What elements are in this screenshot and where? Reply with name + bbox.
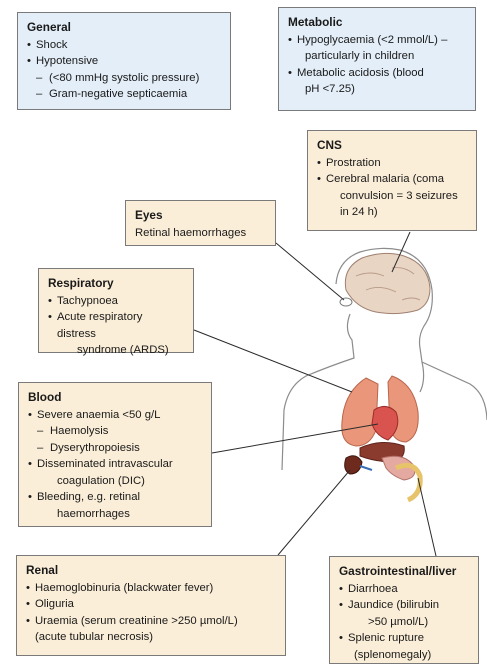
cns-title: CNS — [317, 137, 467, 154]
brain-shape — [345, 253, 430, 313]
kidney-shape — [345, 456, 362, 474]
cns-item-prostration: Prostration — [317, 155, 467, 172]
general-subitem-septicaemia: Gram-negative septicaemia — [27, 86, 221, 103]
blood-bleeding-line1: Bleeding, e.g. retinal — [37, 491, 140, 503]
metabolic-item-hypoglycaemia: Hypoglycaemia (<2 mmol/L) – particularly… — [288, 32, 466, 65]
eyes-title: Eyes — [135, 207, 266, 224]
general-item-shock: Shock — [27, 37, 221, 54]
cns-box: CNS Prostration Cerebral malaria (coma c… — [307, 130, 477, 231]
respiratory-item-tachypnoea: Tachypnoea — [48, 293, 184, 310]
leader-line-eyes — [276, 243, 344, 300]
gi-title: Gastrointestinal/liver — [339, 563, 469, 580]
gi-splenic-line1: Splenic rupture — [348, 632, 424, 644]
renal-item-oliguria: Oliguria — [26, 596, 276, 613]
metabolic-item-acidosis: Metabolic acidosis (blood pH <7.25) — [288, 65, 466, 98]
blood-title: Blood — [28, 389, 202, 406]
blood-dic-line1: Disseminated intravascular — [37, 458, 173, 470]
blood-subitem-dyserythropoiesis: Dyserythropoiesis — [28, 440, 202, 457]
renal-uraemia-line2: (acute tubular necrosis) — [35, 629, 276, 646]
general-subitem-systolic: (<80 mmHg systolic pressure) — [27, 70, 221, 87]
blood-dic-line2: coagulation (DIC) — [37, 473, 202, 490]
metabolic-title: Metabolic — [288, 14, 466, 31]
general-item-hypotensive: Hypotensive — [27, 53, 221, 70]
eye-shape — [340, 298, 352, 306]
respiratory-box: Respiratory Tachypnoea Acute respiratory… — [38, 268, 194, 353]
renal-title: Renal — [26, 562, 276, 579]
gi-item-diarrhoea: Diarrhoea — [339, 581, 469, 598]
metabolic-acidosis-line1: Metabolic acidosis (blood — [297, 67, 424, 79]
leader-line-gi — [418, 478, 436, 556]
respiratory-item-ards: Acute respiratory distress syndrome (ARD… — [48, 309, 184, 359]
metabolic-hypoglycaemia-line2: particularly in children — [297, 48, 466, 65]
blood-item-dic: Disseminated intravascular coagulation (… — [28, 456, 202, 489]
gi-splenic-line2: (splenomegaly) — [348, 647, 469, 664]
gi-jaundice-line1: Jaundice (bilirubin — [348, 599, 439, 611]
leader-line-renal — [278, 470, 350, 555]
cns-malaria-line3: in 24 h) — [326, 204, 467, 221]
leader-line-respiratory — [194, 330, 352, 392]
gi-item-jaundice: Jaundice (bilirubin >50 µmol/L) — [339, 597, 469, 630]
renal-uraemia-line1: Uraemia (serum creatinine >250 µmol/L) — [35, 615, 238, 627]
renal-box: Renal Haemoglobinuria (blackwater fever)… — [16, 555, 286, 656]
blood-bleeding-line2: haemorrhages — [37, 506, 202, 523]
metabolic-hypoglycaemia-line1: Hypoglycaemia (<2 mmol/L) – — [297, 34, 447, 46]
blood-subitem-haemolysis: Haemolysis — [28, 423, 202, 440]
cns-malaria-line2: convulsion = 3 seizures — [326, 188, 467, 205]
respiratory-title: Respiratory — [48, 275, 184, 292]
cns-malaria-line1: Cerebral malaria (coma — [326, 173, 444, 185]
respiratory-ards-line1: Acute respiratory distress — [57, 311, 142, 340]
blood-item-anaemia: Severe anaemia <50 g/L — [28, 407, 202, 424]
general-title: General — [27, 19, 221, 36]
blood-box: Blood Severe anaemia <50 g/L Haemolysis … — [18, 382, 212, 527]
general-box: General Shock Hypotensive (<80 mmHg syst… — [17, 12, 231, 110]
metabolic-acidosis-line2: pH <7.25) — [297, 81, 466, 98]
respiratory-ards-line2: syndrome (ARDS) — [57, 342, 184, 359]
metabolic-box: Metabolic Hypoglycaemia (<2 mmol/L) – pa… — [278, 7, 476, 111]
eyes-box: Eyes Retinal haemorrhages — [125, 200, 276, 246]
gi-item-splenic: Splenic rupture (splenomegaly) — [339, 630, 469, 663]
gi-jaundice-line2: >50 µmol/L) — [348, 614, 469, 631]
eyes-item-retinal: Retinal haemorrhages — [135, 225, 266, 242]
renal-item-uraemia: Uraemia (serum creatinine >250 µmol/L) (… — [26, 613, 276, 646]
cns-item-cerebral-malaria: Cerebral malaria (coma convulsion = 3 se… — [317, 171, 467, 221]
blood-item-bleeding: Bleeding, e.g. retinal haemorrhages — [28, 489, 202, 522]
renal-item-haemoglobinuria: Haemoglobinuria (blackwater fever) — [26, 580, 276, 597]
gi-box: Gastrointestinal/liver Diarrhoea Jaundic… — [329, 556, 479, 664]
